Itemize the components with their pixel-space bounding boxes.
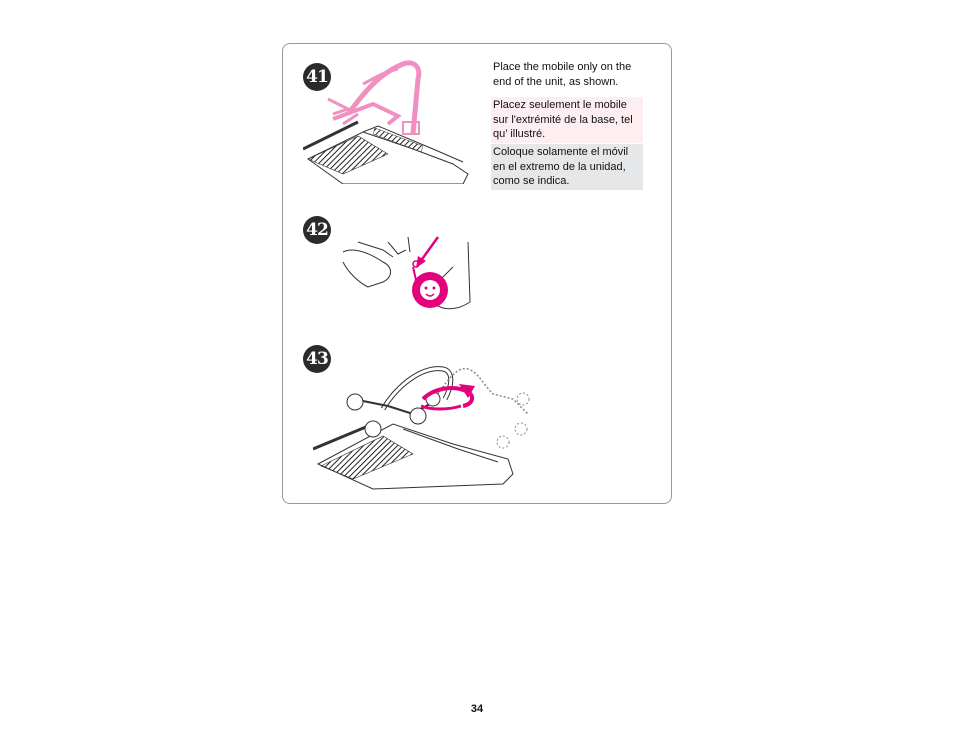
step-42-badge: 42 (303, 216, 331, 244)
page-number: 34 (470, 703, 484, 715)
instruction-french: Placez seulement le mobile sur l'extrémi… (491, 97, 643, 143)
mobile-arm-illustration (303, 60, 469, 184)
step-41-badge: 41 (303, 63, 331, 91)
hand-attach-toy-illustration (342, 236, 471, 310)
instruction-english: Place the mobile only on the end of the … (491, 59, 643, 90)
step-43-badge: 43 (303, 345, 331, 373)
mobile-rotate-illustration (313, 366, 530, 490)
instruction-spanish: Coloque solamente el móvil en el extremo… (491, 144, 643, 190)
instruction-panel: 41 Place the mobile only on the end of t… (282, 43, 672, 504)
